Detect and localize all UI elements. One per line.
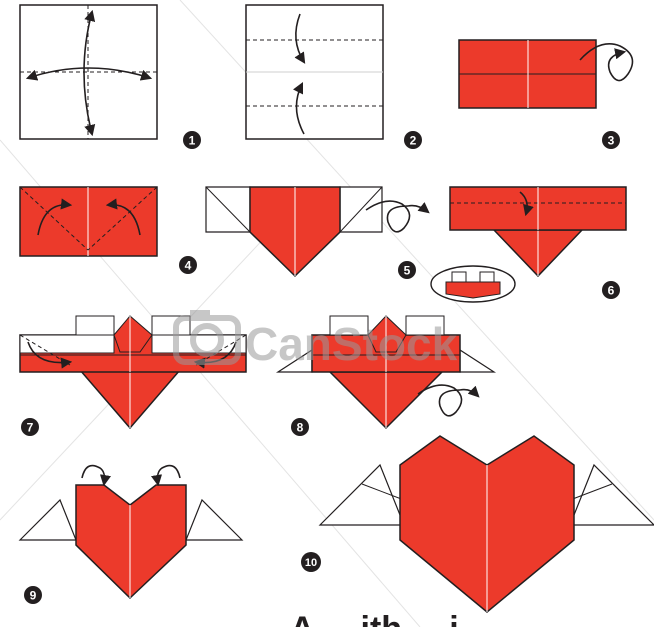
step-badge-3: 3	[602, 131, 620, 149]
svg-text:2: 2	[410, 134, 417, 148]
step-9-diagram	[20, 466, 242, 598]
svg-text:6: 6	[608, 284, 615, 298]
step-badge-2: 2	[404, 131, 422, 149]
step-badge-6: 6	[602, 281, 620, 299]
step-1-diagram	[20, 5, 157, 139]
step-5-diagram	[206, 187, 428, 276]
step-2-diagram	[246, 5, 383, 139]
step-badge-10: 10	[301, 552, 321, 572]
svg-text:5: 5	[404, 264, 411, 278]
watermark: CanStock	[176, 310, 458, 370]
step-6-diagram	[431, 187, 626, 302]
step-4-diagram	[20, 187, 157, 256]
step-badge-1: 1	[183, 131, 201, 149]
step-badge-4: 4	[179, 256, 197, 274]
step-badge-7: 7	[21, 418, 39, 436]
step-10-diagram	[320, 436, 654, 612]
step-7-diagram	[20, 316, 246, 428]
watermark-text: CanStock	[245, 318, 458, 370]
step-badge-5: 5	[398, 261, 416, 279]
step-badge-8: 8	[291, 418, 309, 436]
bottom-caption: A ... ith ... i	[290, 610, 459, 627]
svg-text:10: 10	[305, 557, 317, 569]
svg-text:4: 4	[185, 259, 192, 273]
step-badge-9: 9	[24, 586, 42, 604]
svg-text:9: 9	[30, 589, 37, 603]
svg-text:8: 8	[297, 421, 304, 435]
step-3-diagram	[459, 40, 633, 108]
svg-text:7: 7	[27, 421, 34, 435]
svg-text:3: 3	[608, 134, 615, 148]
svg-text:1: 1	[189, 134, 196, 148]
